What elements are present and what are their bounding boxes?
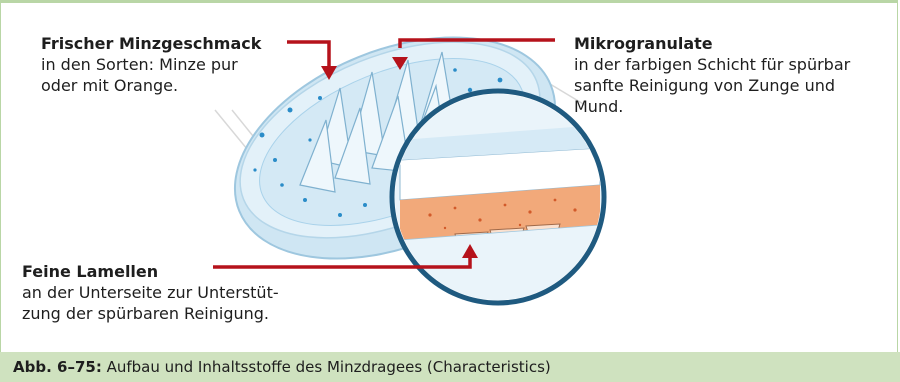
label-fine-lamellae-line2: zung der spürbaren Reinigung. (22, 303, 322, 324)
label-fine-lamellae: Feine Lamellen an der Unterseite zur Unt… (22, 261, 322, 324)
label-microgranules: Mikrogranulate in der farbigen Schicht f… (574, 33, 894, 117)
label-fresh-mint-title: Frischer Minzgeschmack (41, 33, 271, 54)
caption-number: Abb. 6–75: (13, 358, 102, 376)
magnifier (390, 90, 610, 320)
label-fine-lamellae-title: Feine Lamellen (22, 261, 322, 282)
label-fresh-mint-line2: oder mit Orange. (41, 75, 271, 96)
label-fresh-mint: Frischer Minzgeschmack in den Sorten: Mi… (41, 33, 271, 96)
label-microgranules-line3: Mund. (574, 96, 894, 117)
label-microgranules-title: Mikrogranulate (574, 33, 894, 54)
figure-caption: Abb. 6–75: Aufbau und Inhaltsstoffe des … (0, 352, 900, 382)
label-microgranules-line1: in der farbigen Schicht für spürbar (574, 54, 894, 75)
label-microgranules-line2: sanfte Reinigung von Zunge und (574, 75, 894, 96)
figure-stage: Frischer Minzgeschmack in den Sorten: Mi… (0, 0, 900, 352)
label-fine-lamellae-line1: an der Unterseite zur Unterstüt- (22, 282, 322, 303)
caption-text: Aufbau und Inhaltsstoffe des Minzdragees… (102, 358, 551, 376)
label-fresh-mint-line1: in den Sorten: Minze pur (41, 54, 271, 75)
